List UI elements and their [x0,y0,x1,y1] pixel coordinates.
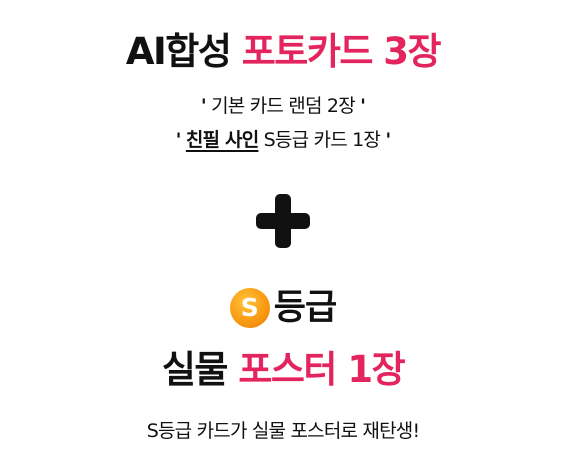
poster-pink: 포스터 1장 [238,348,405,391]
subtitle-line-1: ' 기본 카드 랜덤 2장 ' [0,93,566,119]
quote-open: ' [175,129,182,151]
poster-heading: 실물 포스터 1장 [0,342,566,398]
bottom-caption: S등급 카드가 실물 포스터로 재탄생! [146,420,420,442]
quote-open: ' [200,95,207,117]
headline: AI합성 포토카드 3장 [0,22,566,82]
subtitle-line-1-text: 기본 카드 랜덤 2장 [211,95,356,117]
headline-pink: 포토카드 3장 [241,30,442,73]
quote-close: ' [360,95,366,117]
subtitle-line-2: ' 친필 사인 S등급 카드 1장 ' [0,127,566,153]
plus-icon [256,194,310,248]
headline-black: AI합성 [125,30,232,73]
autograph-label: 친필 사인 [185,129,259,151]
poster-black: 실물 [161,348,229,391]
s-grade-badge-icon: S [229,288,270,328]
subtitle-line-2-text: S등급 카드 1장 [263,129,381,151]
quote-close: ' [385,129,391,151]
grade-label: 등급 [273,288,337,328]
